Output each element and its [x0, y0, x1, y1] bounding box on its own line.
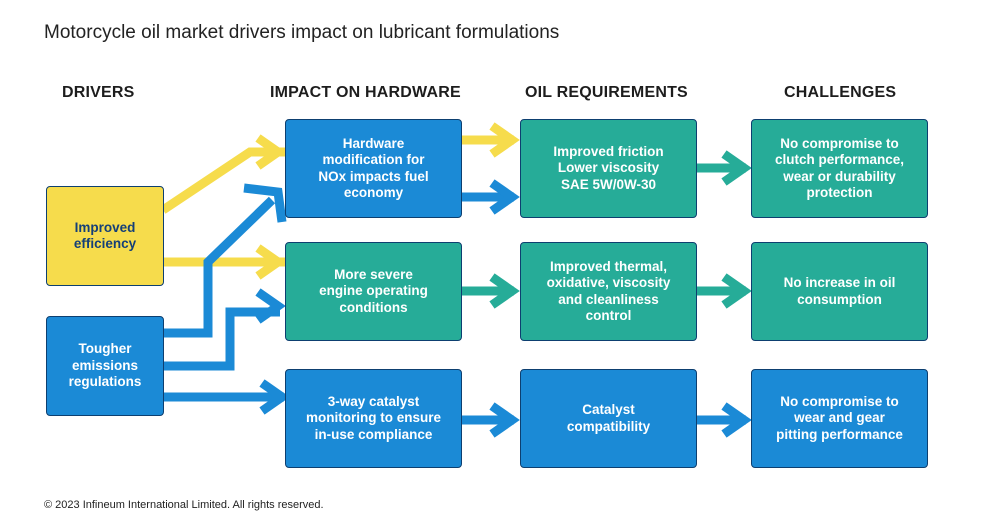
impact-severe-conditions-label: More severe engine operating conditions	[319, 266, 428, 315]
impact-catalyst-monitoring-label: 3-way catalyst monitoring to ensure in-u…	[306, 393, 441, 442]
arrowhead-blue-catalyst	[259, 379, 290, 415]
arrow-emissions-to-severe	[163, 307, 280, 371]
page-title: Motorcycle oil market drivers impact on …	[44, 22, 560, 43]
arrowhead-teal-thermal	[489, 273, 520, 309]
arrowhead-blue-hw	[243, 183, 287, 223]
arrowhead-blue-severe-1	[255, 288, 286, 324]
challenge-gear-pitting: No compromise to wear and gear pitting p…	[751, 369, 928, 468]
impact-catalyst-monitoring: 3-way catalyst monitoring to ensure in-u…	[285, 369, 462, 468]
arrowhead-yellow-1	[255, 134, 286, 170]
oil-catalyst-compatibility-label: Catalyst compatibility	[566, 402, 651, 434]
driver-tougher-emissions: Tougher emissions regulations	[46, 316, 164, 416]
challenge-oil-consumption: No increase in oil consumption	[751, 242, 928, 341]
arrow-emissions-to-hardware	[163, 196, 276, 338]
challenge-clutch-performance-label: No compromise to clutch performance, wea…	[774, 135, 905, 201]
column-header-impact: IMPACT ON HARDWARE	[270, 84, 461, 101]
oil-improved-friction-label: Improved friction Lower viscosity SAE 5W…	[553, 143, 664, 192]
oil-thermal-control-label: Improved thermal, oxidative, viscosity a…	[546, 258, 671, 324]
column-header-challenges: CHALLENGES	[784, 84, 897, 101]
oil-catalyst-compatibility: Catalyst compatibility	[520, 369, 697, 468]
impact-severe-conditions: More severe engine operating conditions	[285, 242, 462, 341]
arrowhead-blue-gear	[721, 402, 752, 438]
challenge-gear-pitting-label: No compromise to wear and gear pitting p…	[776, 393, 903, 442]
arrowhead-teal-consumption	[721, 273, 752, 309]
impact-hardware-modification-label: Hardware modification for NOx impacts fu…	[318, 135, 429, 201]
column-header-oil-requirements: OIL REQUIREMENTS	[525, 84, 688, 101]
arrowhead-yellow-2	[255, 244, 286, 280]
arrowhead-teal-clutch	[721, 150, 752, 186]
oil-thermal-control: Improved thermal, oxidative, viscosity a…	[520, 242, 697, 341]
driver-tougher-emissions-label: Tougher emissions regulations	[68, 341, 142, 390]
impact-hardware-modification: Hardware modification for NOx impacts fu…	[285, 119, 462, 218]
challenge-oil-consumption-label: No increase in oil consumption	[783, 275, 896, 307]
challenge-clutch-performance: No compromise to clutch performance, wea…	[751, 119, 928, 218]
arrowhead-blue-compat	[489, 402, 520, 438]
oil-improved-friction: Improved friction Lower viscosity SAE 5W…	[520, 119, 697, 218]
column-header-drivers: DRIVERS	[62, 84, 135, 101]
driver-improved-efficiency: Improved efficiency	[46, 186, 164, 286]
driver-improved-efficiency-label: Improved efficiency	[73, 219, 137, 252]
arrowhead-yellow-3	[489, 122, 520, 158]
copyright-footer: © 2023 Infineum International Limited. A…	[44, 499, 324, 511]
arrowhead-blue-friction	[489, 179, 520, 215]
